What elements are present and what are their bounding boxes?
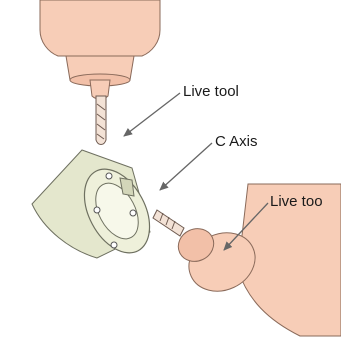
live-tool-top-label: Live tool	[183, 84, 239, 99]
live-tool-right-label: Live too	[270, 194, 323, 209]
workpiece	[32, 150, 163, 264]
arrow-live-tool-top	[124, 93, 180, 136]
arrow-c-axis	[160, 143, 212, 190]
top-spindle	[40, 0, 160, 99]
c-axis-label: C Axis	[215, 134, 258, 149]
top-drill-bit	[96, 96, 106, 145]
right-drill-bit	[153, 210, 184, 236]
